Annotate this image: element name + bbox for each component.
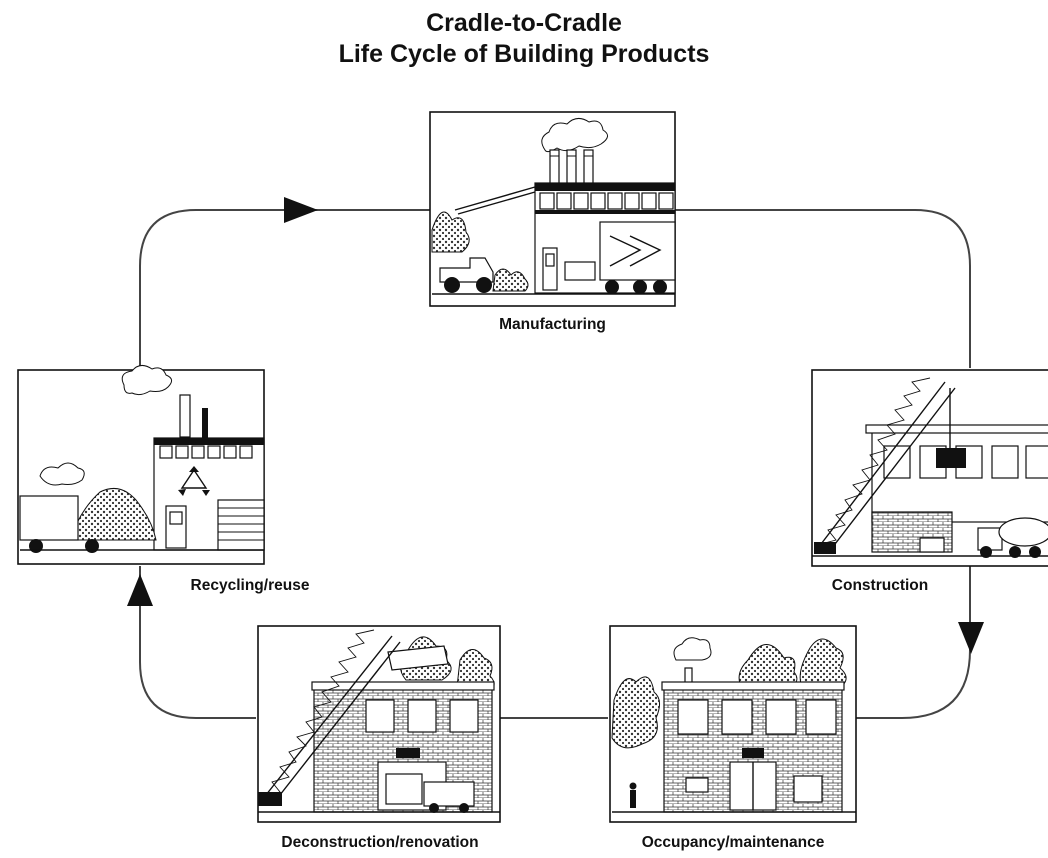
manufacturing-panel <box>429 111 676 307</box>
cycle-path <box>139 209 971 719</box>
stage-label-recycling: Recycling/reuse <box>190 577 310 594</box>
stage-label-construction: Construction <box>831 577 929 594</box>
arrow-down-icon <box>958 622 984 654</box>
arrow-up-icon <box>127 574 153 606</box>
recycling-panel <box>17 365 265 565</box>
stage-label-deconstruction: Deconstruction/renovation <box>281 834 479 851</box>
title-line-2: Life Cycle of Building Products <box>338 40 710 68</box>
stage-label-manufacturing: Manufacturing <box>499 316 606 333</box>
construction-panel <box>811 369 1048 567</box>
occupancy-panel <box>609 625 857 823</box>
stage-label-occupancy: Occupancy/maintenance <box>641 834 825 851</box>
title-line-1: Cradle-to-Cradle <box>426 9 622 37</box>
recycling-symbol-icon <box>178 466 210 496</box>
arrow-right-icon <box>284 197 318 223</box>
deconstruction-panel <box>257 625 501 823</box>
diagram-title: Cradle-to-Cradle Life Cycle of Building … <box>0 8 1048 70</box>
